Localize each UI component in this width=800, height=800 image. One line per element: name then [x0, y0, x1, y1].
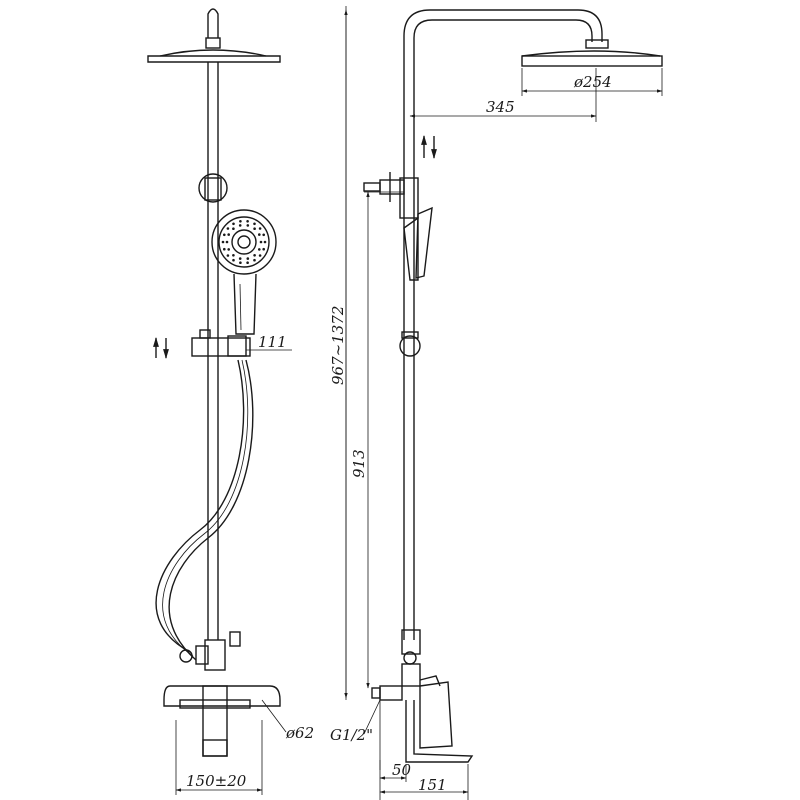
dim-arm-reach: 345 [409, 68, 597, 122]
spray-nozzle [238, 224, 242, 227]
dim-text-913: 913 [350, 449, 368, 478]
dim-inlet: G1/2" [330, 699, 381, 744]
spray-nozzle [232, 222, 235, 226]
dim-text-150: 150±20 [186, 772, 247, 790]
spray-nozzle [227, 233, 230, 236]
dim-rain-diameter: ø254 [521, 68, 663, 96]
spray-nozzle [253, 258, 256, 262]
adjust-arrows-side [421, 135, 437, 159]
spray-nozzle [232, 227, 235, 230]
front-rail [207, 62, 219, 640]
rail-top-cap [207, 8, 219, 38]
spray-nozzle [239, 261, 242, 265]
side-rail [403, 9, 603, 640]
hose [155, 359, 254, 661]
dim-text-g12: G1/2" [330, 726, 373, 744]
spray-nozzle [226, 254, 230, 257]
slider-bracket [191, 329, 251, 357]
spray-nozzle [258, 254, 262, 257]
spray-nozzle [246, 220, 249, 223]
spray-nozzle [253, 254, 256, 257]
dim-height-range: 967~1372 [329, 9, 348, 699]
rain-head-front [147, 37, 281, 63]
spray-nozzle [258, 233, 261, 236]
spray-nozzle [232, 258, 235, 262]
spray-nozzle [239, 220, 242, 223]
dim-bar-height: 913 [350, 191, 404, 689]
dim-slider-offset: 111 [246, 333, 292, 351]
dim-wall-offset: 50 [379, 760, 412, 800]
hand-shower-front [211, 209, 277, 335]
spray-nozzle [223, 233, 226, 237]
dim-text-62: ø62 [285, 724, 314, 742]
mixer-front [163, 631, 281, 757]
spray-nozzle [246, 224, 250, 227]
dim-spacing: 150±20 [175, 720, 263, 795]
upper-wall-bracket [363, 172, 419, 219]
spray-nozzle [263, 240, 267, 244]
adjust-arrows-front [153, 337, 169, 359]
spray-nozzle [259, 240, 263, 244]
slider-side [399, 331, 421, 357]
dim-text-151: 151 [418, 776, 447, 794]
dim-text-254: ø254 [573, 73, 612, 91]
dim-text-50: 50 [392, 761, 412, 779]
dim-text-345: 345 [486, 98, 515, 116]
hand-shower-side [403, 206, 433, 281]
spray-nozzle [225, 240, 229, 244]
front-view: 111 ø62 150±20 [147, 8, 314, 795]
dim-spout-depth: 151 [379, 764, 469, 800]
spray-nozzle [223, 247, 226, 251]
spray-nozzle [232, 254, 235, 257]
spray-nozzle [253, 227, 256, 230]
rain-head-side [521, 39, 663, 67]
spray-nozzle [246, 257, 250, 260]
spray-nozzle [238, 257, 242, 260]
spray-nozzle [227, 248, 230, 251]
dim-text-111: 111 [258, 333, 287, 351]
spray-nozzle [221, 240, 225, 244]
spray-nozzle [258, 227, 262, 230]
spray-nozzle [253, 222, 256, 226]
diverter-ring [198, 173, 228, 203]
spray-nozzle [246, 261, 249, 265]
side-view: ø254 345 [329, 6, 663, 800]
dim-flange: ø62 [261, 699, 314, 742]
spray-nozzle [258, 248, 261, 251]
spray-nozzle [262, 247, 266, 251]
dim-text-967-1372: 967~1372 [329, 306, 347, 385]
mixer-side [371, 629, 474, 770]
spray-nozzle [262, 233, 266, 237]
spray-nozzle [226, 227, 230, 230]
